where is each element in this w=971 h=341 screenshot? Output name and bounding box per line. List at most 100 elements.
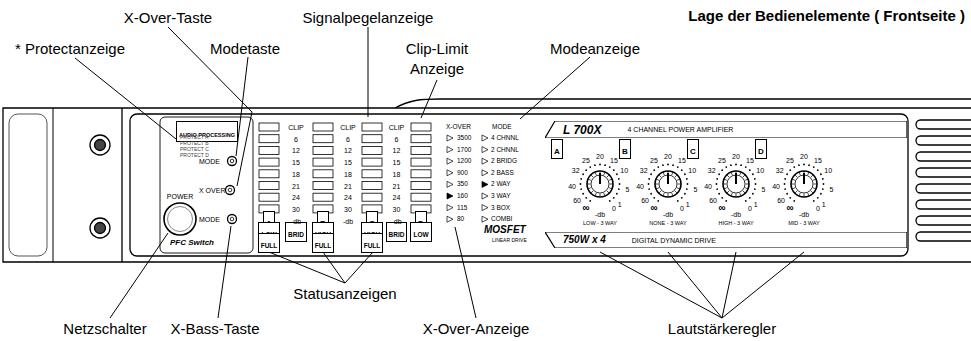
knob-scale: 1 bbox=[686, 200, 690, 207]
button-label: MODE bbox=[199, 216, 220, 223]
status-box: BRID bbox=[285, 222, 307, 243]
xover-value: 115 bbox=[457, 204, 467, 211]
scale-dot bbox=[784, 183, 786, 185]
scale-dot bbox=[648, 188, 650, 190]
indicator-triangle bbox=[447, 170, 453, 176]
meter-segment bbox=[313, 182, 333, 190]
scale-dot bbox=[725, 200, 727, 202]
meter-scale: 21 bbox=[292, 182, 300, 189]
ear-flange-edge bbox=[53, 108, 54, 262]
knob-scale: 5 bbox=[762, 185, 766, 192]
scale-dot bbox=[735, 164, 737, 166]
scale-dot bbox=[718, 193, 720, 195]
indicator-triangle bbox=[447, 205, 453, 211]
scale-dot bbox=[716, 183, 718, 185]
column-heading: MODE bbox=[492, 124, 512, 131]
knob-ridge bbox=[595, 172, 596, 175]
knob-ridge bbox=[672, 193, 673, 196]
indicator-triangle bbox=[482, 158, 488, 164]
mode-value: 2 CHNNL bbox=[491, 146, 519, 153]
scale-dot bbox=[580, 188, 582, 190]
scale-dot bbox=[604, 164, 606, 166]
volume-knob bbox=[791, 171, 817, 197]
callout-label: Signalpegelanzeige bbox=[303, 10, 434, 25]
scale-dot bbox=[820, 193, 822, 195]
knob-ridge bbox=[811, 175, 813, 177]
knob-scale: ∞ bbox=[650, 203, 657, 213]
knob-scale: 20 bbox=[664, 153, 672, 160]
box-text: BRID bbox=[288, 231, 304, 238]
meter-scale: 18 bbox=[292, 170, 300, 177]
indicator-triangle bbox=[447, 193, 453, 199]
box-text: LOW bbox=[413, 231, 428, 238]
meter-segment bbox=[259, 146, 279, 154]
meter-scale: 24 bbox=[393, 194, 401, 201]
knob-scale: ∞ bbox=[582, 203, 589, 213]
knob-body bbox=[723, 171, 749, 197]
knob-function-label: LOW - 3 WAY bbox=[583, 221, 617, 227]
column-heading: X-OVER bbox=[446, 124, 471, 131]
knob-scale: 0 bbox=[816, 205, 820, 212]
scale-dot bbox=[784, 188, 786, 190]
leader-line bbox=[368, 27, 369, 117]
xover-value: 160 bbox=[457, 193, 468, 200]
box-text: FULL bbox=[261, 242, 278, 249]
scale-dot bbox=[648, 178, 650, 180]
meter-segment bbox=[313, 135, 333, 143]
scale-dot bbox=[725, 166, 727, 168]
protect-led-label: PROTECT D bbox=[180, 153, 209, 158]
knob-scale: 5 bbox=[626, 185, 630, 192]
callout-label: * Protectanzeige bbox=[15, 41, 125, 56]
vent-slot bbox=[916, 232, 971, 241]
knob-ridge bbox=[609, 188, 612, 189]
meter-segment bbox=[362, 170, 382, 178]
leader-line bbox=[75, 58, 176, 139]
meter-segment bbox=[259, 135, 279, 143]
meter-segment bbox=[362, 182, 382, 190]
callout-label: X-Bass-Taste bbox=[170, 321, 259, 336]
meter-segment bbox=[259, 182, 279, 190]
scale-dot bbox=[616, 193, 618, 195]
indicator-triangle bbox=[447, 158, 453, 164]
box-text: A bbox=[554, 147, 560, 156]
scale-dot bbox=[686, 188, 688, 190]
knob-scale: 20 bbox=[732, 153, 740, 160]
knob-scale: 10 bbox=[824, 167, 832, 174]
knob-scale: 1 bbox=[754, 200, 758, 207]
mount-hole-inner bbox=[95, 140, 106, 151]
power-button bbox=[164, 203, 196, 235]
knob-ridge bbox=[745, 179, 748, 180]
band-text: 4 CHANNEL POWER AMPLIFIER bbox=[627, 126, 733, 133]
knob-ridge bbox=[656, 188, 659, 189]
knob-scale: 40 bbox=[772, 183, 780, 190]
knob-ridge bbox=[813, 179, 816, 180]
band-shape bbox=[545, 121, 907, 138]
volume-knob bbox=[587, 171, 613, 197]
scale-dot bbox=[754, 178, 756, 180]
mode-value: COMBI bbox=[491, 216, 512, 223]
knob-pointer bbox=[735, 173, 737, 184]
meter-segment bbox=[313, 123, 333, 131]
ear-edge bbox=[121, 108, 122, 262]
knob-ridge bbox=[587, 184, 591, 185]
knob-function-label: MID - 3 WAY bbox=[788, 221, 819, 227]
knob-ridge bbox=[595, 193, 596, 196]
meter-segment bbox=[313, 193, 333, 201]
knob-ridge bbox=[743, 175, 745, 177]
leader-line bbox=[323, 252, 345, 283]
knob-scale: ∞ bbox=[786, 203, 793, 213]
channel-box: D bbox=[755, 139, 767, 160]
knob-scale: 15 bbox=[814, 156, 822, 163]
knob-scale: 60 bbox=[641, 197, 649, 204]
meter-scale: 30 bbox=[344, 205, 352, 212]
indicator-triangle bbox=[482, 147, 488, 153]
scale-dot bbox=[686, 178, 688, 180]
knob-ridge bbox=[795, 175, 797, 177]
box-text: FULL bbox=[315, 242, 332, 249]
indicator-triangle bbox=[447, 181, 453, 187]
scale-dot bbox=[786, 173, 788, 175]
scale-dot bbox=[619, 183, 621, 185]
scale-dot bbox=[784, 178, 786, 180]
scale-dot bbox=[677, 200, 679, 202]
